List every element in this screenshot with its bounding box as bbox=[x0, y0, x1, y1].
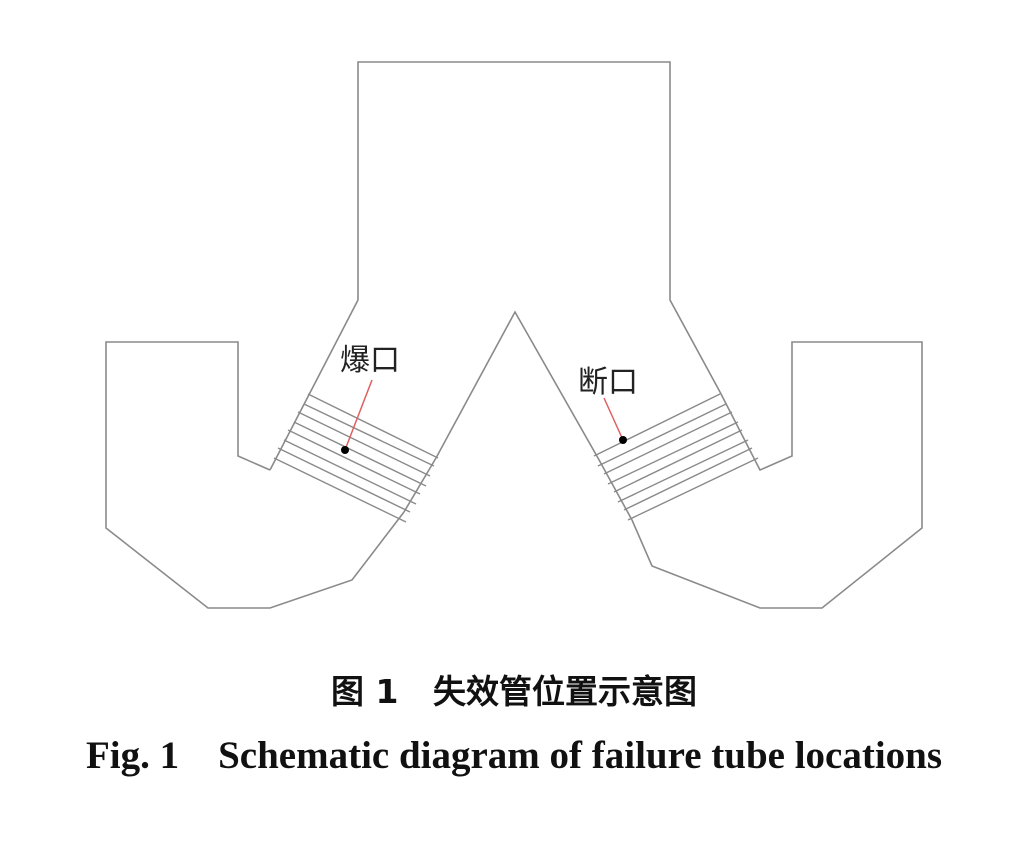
figure-caption-english: Fig. 1 Schematic diagram of failure tube… bbox=[85, 734, 943, 777]
figure-caption-chinese: 图 1 失效管位置示意图 bbox=[331, 672, 697, 711]
left-failure-marker bbox=[341, 446, 349, 454]
left-leader-line bbox=[344, 379, 373, 451]
right-boot-outline bbox=[631, 341, 923, 609]
upper-shaft-outline bbox=[357, 61, 721, 393]
right-location-label: 断口 bbox=[578, 365, 638, 400]
v-notch-outline bbox=[269, 299, 359, 471]
right-failure-marker bbox=[619, 436, 627, 444]
left-boot-outline bbox=[105, 341, 405, 609]
left-inner-wall bbox=[403, 310, 633, 521]
furnace-schematic: 爆口 断口 bbox=[105, 61, 923, 609]
right-leader-line bbox=[603, 397, 624, 441]
left-tube-bundle bbox=[273, 393, 439, 523]
right-tube-bundle bbox=[593, 393, 759, 521]
left-location-label: 爆口 bbox=[340, 343, 400, 378]
